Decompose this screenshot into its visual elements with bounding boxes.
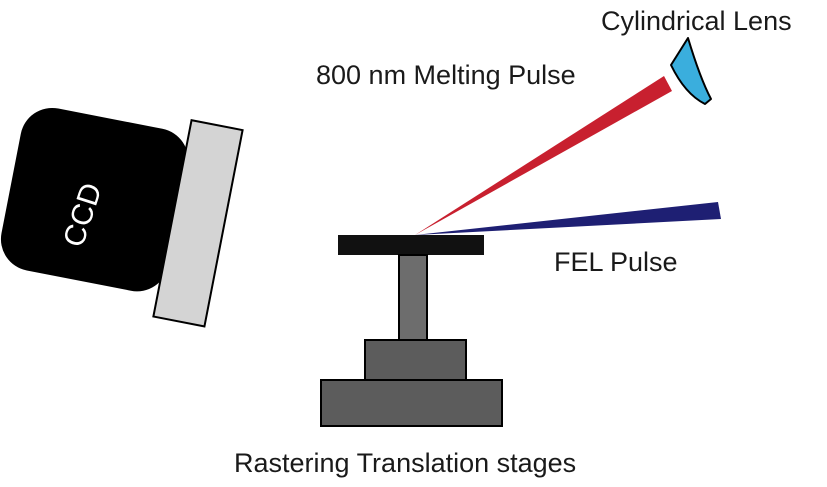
cylindrical-lens-label: Cylindrical Lens	[601, 6, 792, 36]
fel-pulse-beam	[415, 202, 721, 235]
stage-base-block	[320, 379, 503, 427]
fel-pulse-label: FEL Pulse	[554, 247, 678, 277]
ccd-body	[0, 107, 189, 292]
translation-stage-assembly	[320, 235, 503, 427]
melting-pulse-label: 800 nm Melting Pulse	[316, 60, 576, 90]
sample-plate	[338, 235, 484, 255]
melting-pulse-beam	[415, 76, 672, 235]
stage-post	[398, 254, 428, 341]
ccd-window	[152, 119, 244, 328]
stage-middle-block	[364, 339, 467, 381]
stages-label: Rastering Translation stages	[234, 448, 576, 478]
cylindrical-lens	[670, 37, 712, 105]
ccd-camera: CCD	[0, 107, 244, 328]
